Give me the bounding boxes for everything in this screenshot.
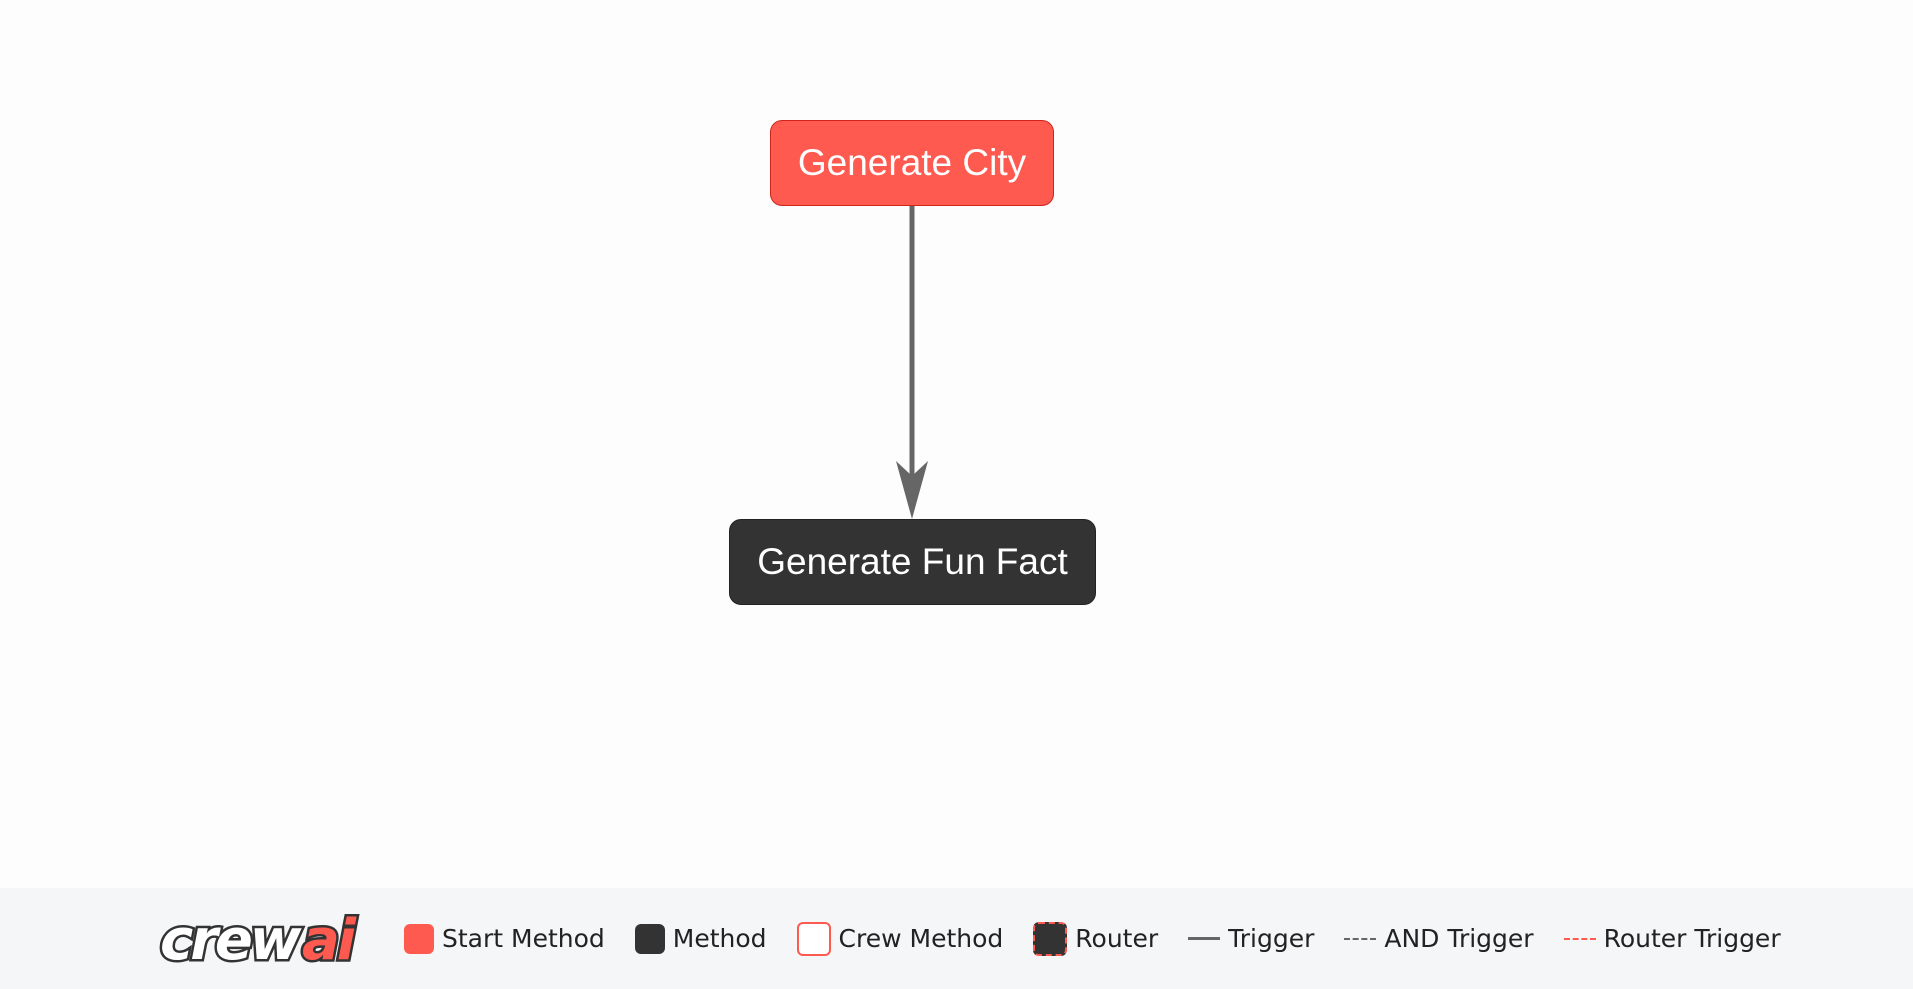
legend-label: Start Method: [442, 924, 605, 953]
edge-layer: [896, 206, 928, 519]
router-swatch: [1033, 921, 1068, 956]
legend-label: AND Trigger: [1384, 924, 1534, 953]
crew-method-swatch: [796, 921, 831, 956]
legend-label: Trigger: [1228, 924, 1315, 953]
node-generate-fun-fact[interactable]: Generate Fun Fact: [729, 519, 1096, 605]
legend-and-trigger: AND Trigger: [1344, 924, 1534, 953]
crewai-logo: crew ai: [156, 905, 370, 975]
method-swatch: [634, 923, 665, 954]
start-method-swatch: [404, 923, 434, 954]
legend-label: Crew Method: [838, 924, 1004, 953]
node-label: Generate Fun Fact: [757, 541, 1068, 582]
legend-method: Method: [634, 923, 767, 954]
edge-arrowhead: [896, 461, 928, 519]
node-generate-city[interactable]: Generate City: [770, 120, 1054, 206]
legend-label: Router: [1075, 924, 1159, 953]
svg-text:ai: ai: [302, 908, 357, 969]
svg-text:crew: crew: [160, 908, 302, 969]
legend-router: Router: [1033, 921, 1159, 956]
legend-bar: crew ai Start Method Method Crew Method …: [0, 888, 1913, 989]
flow-canvas: Generate City Generate Fun Fact: [729, 120, 1096, 605]
legend-label: Router Trigger: [1603, 924, 1781, 953]
legend-crew-method: Crew Method: [796, 921, 1004, 956]
legend-trigger: Trigger: [1188, 924, 1314, 953]
legend-label: Method: [672, 924, 767, 953]
and-trigger-line-swatch: [1344, 937, 1377, 940]
node-label: Generate City: [797, 142, 1027, 183]
router-trigger-line-swatch: [1563, 937, 1596, 940]
trigger-line-swatch: [1188, 937, 1221, 940]
legend-start-method: Start Method: [404, 923, 605, 954]
legend-router-trigger: Router Trigger: [1563, 924, 1781, 953]
